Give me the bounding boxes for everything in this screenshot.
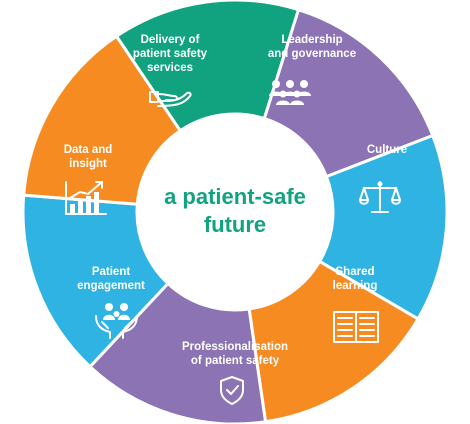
people-group-icon bbox=[269, 80, 311, 105]
segment-label-line: Shared bbox=[336, 266, 375, 278]
center-circle bbox=[137, 114, 333, 310]
segment-label-line: Delivery of bbox=[141, 34, 200, 46]
segment-label-line: Data and bbox=[64, 144, 113, 156]
segment-label-line: and governance bbox=[268, 48, 356, 60]
segment-label-line: of patient safety bbox=[191, 355, 280, 367]
segment-label-shared-learning: Shared learning bbox=[333, 266, 378, 292]
bar-chart-icon bbox=[65, 181, 107, 215]
segment-label-culture: Culture bbox=[367, 144, 407, 156]
segment-label-line: Patient bbox=[92, 266, 131, 278]
segment-label-line: Culture bbox=[367, 144, 407, 156]
segment-label-line: Professionalisation bbox=[182, 341, 288, 353]
segment-label-patient-engagement: Patient engagement bbox=[77, 266, 145, 292]
segment-label-line: services bbox=[147, 62, 193, 74]
scales-icon bbox=[359, 181, 401, 213]
open-book-icon bbox=[333, 311, 379, 343]
segment-label-line: insight bbox=[69, 158, 107, 170]
segment-label-line: patient safety bbox=[133, 48, 208, 60]
segment-label-line: Leadership bbox=[281, 34, 342, 46]
segment-label-leadership: Leadership and governance bbox=[268, 34, 356, 60]
segment-label-line: learning bbox=[333, 280, 378, 292]
hand-icon bbox=[149, 91, 192, 107]
segment-label-professionalisation: Professionalisation of patient safety bbox=[182, 341, 288, 367]
center-title-line-1: a patient-safe bbox=[164, 184, 306, 209]
segment-label-data-insight: Data and insight bbox=[64, 144, 113, 170]
shield-check-icon bbox=[220, 376, 244, 405]
segment-label-delivery: Delivery of patient safety services bbox=[133, 34, 208, 74]
family-hands-icon bbox=[95, 303, 138, 339]
segment-label-line: engagement bbox=[77, 280, 145, 292]
center-title-line-2: future bbox=[204, 212, 266, 237]
